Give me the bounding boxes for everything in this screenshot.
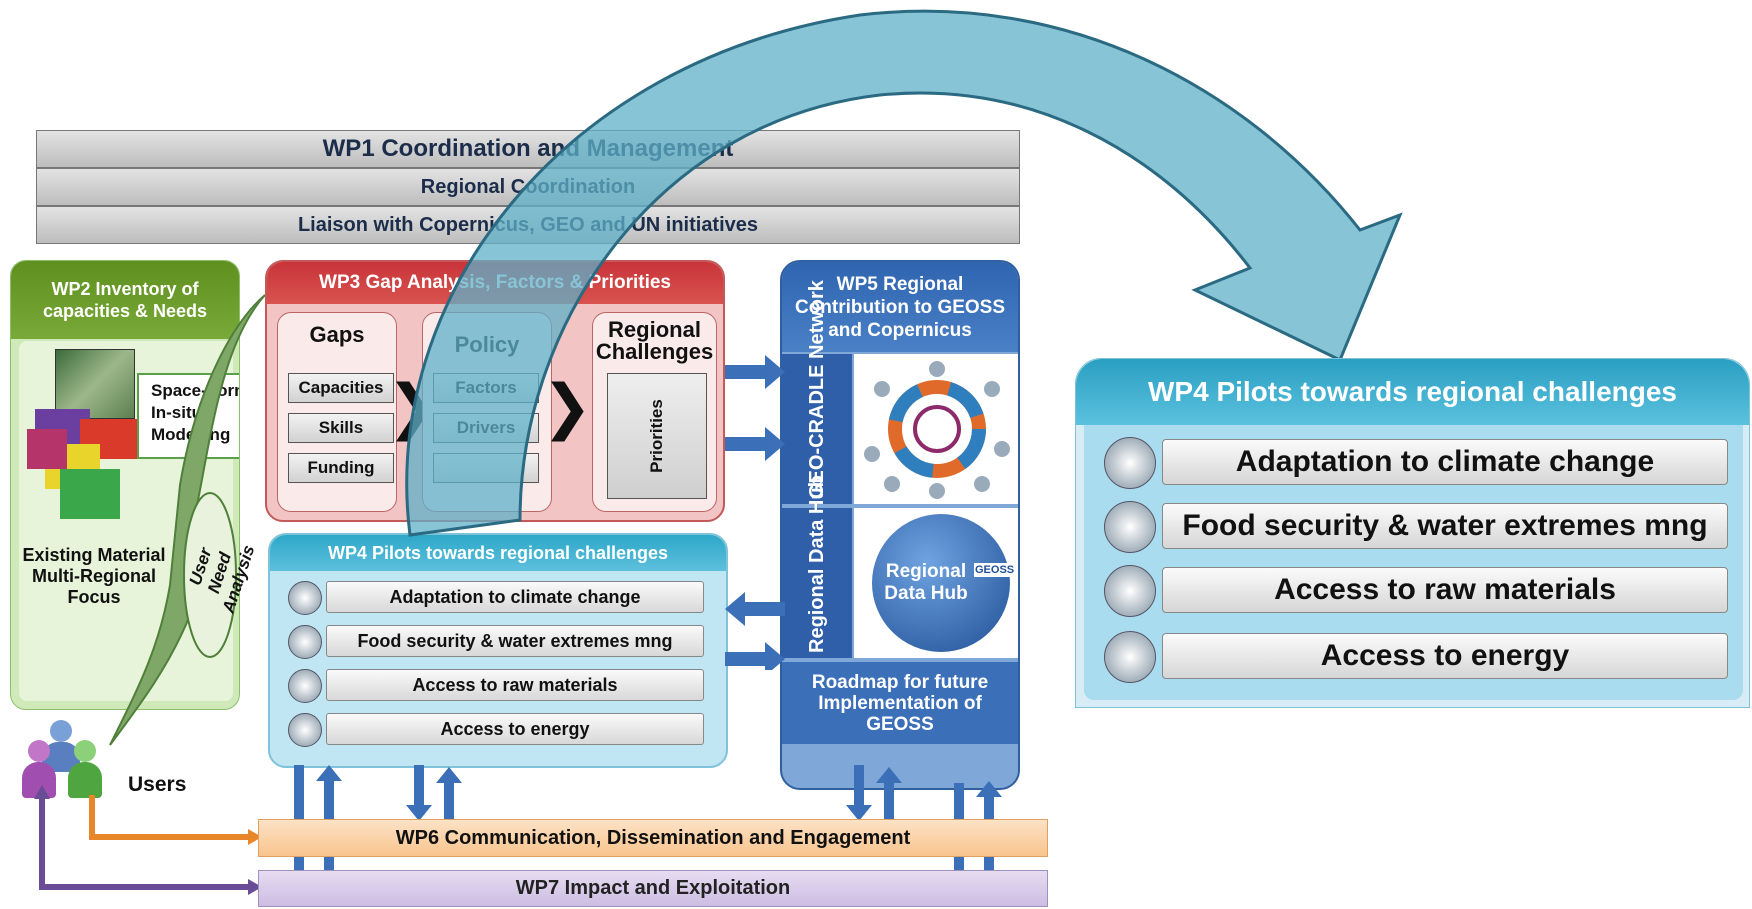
wp3-panel: WP3 Gap Analysis, Factors & Priorities G… xyxy=(265,260,725,522)
pilot-energy-large: Access to energy xyxy=(1162,633,1728,679)
regional-data-hub-label-box: Regional Data Hub xyxy=(782,475,852,658)
user-need-speech-shape xyxy=(109,294,266,746)
pilot-raw-materials: Access to raw materials xyxy=(326,669,704,701)
wp4-small-title: WP4 Pilots towards regional challenges xyxy=(327,542,669,563)
policy-item-3 xyxy=(433,453,539,483)
regional-challenges-column: Regional Challenges Priorities xyxy=(592,312,717,512)
wp4-large-panel: WP4 Pilots towards regional challenges A… xyxy=(1075,358,1750,708)
data-hub-globe-area: Regional Data Hub GEOSS xyxy=(854,508,1018,658)
policy-title: Policy xyxy=(454,332,520,357)
raw-materials-icon xyxy=(288,669,322,703)
raw-materials-icon xyxy=(1104,565,1156,617)
wp4-large-body: Adaptation to climate change Food securi… xyxy=(1084,425,1743,700)
priorities-label: Priorities xyxy=(646,399,666,473)
chevron-right-icon: ❯ xyxy=(541,373,593,440)
wp1-liaison-bar: Liaison with Copernicus, GEO and UN init… xyxy=(36,206,1020,244)
wp1-title: WP1 Coordination and Management xyxy=(322,135,734,162)
pilot-adaptation-large: Adaptation to climate change xyxy=(1162,439,1728,485)
gap-capacities: Capacities xyxy=(288,373,394,403)
users-label: Users xyxy=(128,773,187,796)
wp2-footer: Existing Material Multi-Regional Focus xyxy=(22,544,166,607)
user-feedback-arrows xyxy=(34,785,262,895)
wp2-header: WP2 Inventory of capacities & Needs xyxy=(11,261,239,339)
wp4-large-title: WP4 Pilots towards regional challenges xyxy=(1147,376,1678,407)
gaps-title: Gaps xyxy=(309,322,365,347)
wp1-regional-coordination-bar: Regional Coordination xyxy=(36,168,1020,206)
wp1-title-bar: WP1 Coordination and Management xyxy=(36,130,1020,168)
roadmap-box: Roadmap for future Implementation of GEO… xyxy=(782,662,1018,744)
source-in-situ: In-situ xyxy=(151,403,202,422)
pilot-food-security-large: Food security & water extremes mng xyxy=(1162,503,1728,549)
wp1-row3: Liaison with Copernicus, GEO and UN init… xyxy=(297,213,759,236)
gap-skills: Skills xyxy=(288,413,394,443)
wp3-header: WP3 Gap Analysis, Factors & Priorities xyxy=(267,262,723,304)
wp2-title: WP2 Inventory of capacities & Needs xyxy=(42,279,208,321)
pilot-raw-materials-large: Access to raw materials xyxy=(1162,567,1728,613)
food-security-icon xyxy=(1104,501,1156,553)
adaptation-icon xyxy=(1104,437,1156,489)
gaps-column: Gaps Capacities Skills Funding xyxy=(277,312,397,512)
policy-drivers: Drivers xyxy=(433,413,539,443)
wp7-bar: WP7 Impact and Exploitation xyxy=(258,870,1048,907)
pilot-energy: Access to energy xyxy=(326,713,704,745)
wp6-label: WP6 Communication, Dissemination and Eng… xyxy=(395,826,911,849)
wp6-bar: WP6 Communication, Dissemination and Eng… xyxy=(258,819,1048,857)
pilot-food-security: Food security & water extremes mng xyxy=(326,625,704,657)
network-wheel-icon xyxy=(864,361,1010,499)
wp4-small-header: WP4 Pilots towards regional challenges xyxy=(270,535,726,571)
users-icon xyxy=(22,720,112,800)
gap-funding: Funding xyxy=(288,453,394,483)
wp4-large-header: WP4 Pilots towards regional challenges xyxy=(1076,359,1749,425)
adaptation-icon xyxy=(288,581,322,615)
pilot-adaptation: Adaptation to climate change xyxy=(326,581,704,613)
priorities-box: Priorities xyxy=(607,373,707,499)
map-collage-image xyxy=(25,349,155,529)
wp5-panel: WP5 Regional Contribution to GEOSS and C… xyxy=(780,260,1020,790)
geoss-logo: GEOSS xyxy=(974,563,1016,577)
policy-factors: Factors xyxy=(433,373,539,403)
wp7-label: WP7 Impact and Exploitation xyxy=(515,877,791,899)
wp1-row2: Regional Coordination xyxy=(420,175,636,198)
regional-challenges-title: Regional Challenges xyxy=(595,317,714,364)
arrows-wp3-wp5 xyxy=(725,355,785,670)
energy-icon xyxy=(1104,631,1156,683)
network-diagram xyxy=(854,354,1018,504)
wp4-small-panel: WP4 Pilots towards regional challenges A… xyxy=(268,533,728,768)
food-security-icon xyxy=(288,625,322,659)
policy-column: Policy Factors Drivers xyxy=(422,312,552,512)
wp3-title: WP3 Gap Analysis, Factors & Priorities xyxy=(319,272,671,293)
data-hub-globe: Regional Data Hub xyxy=(872,514,1010,652)
energy-icon xyxy=(288,713,322,747)
